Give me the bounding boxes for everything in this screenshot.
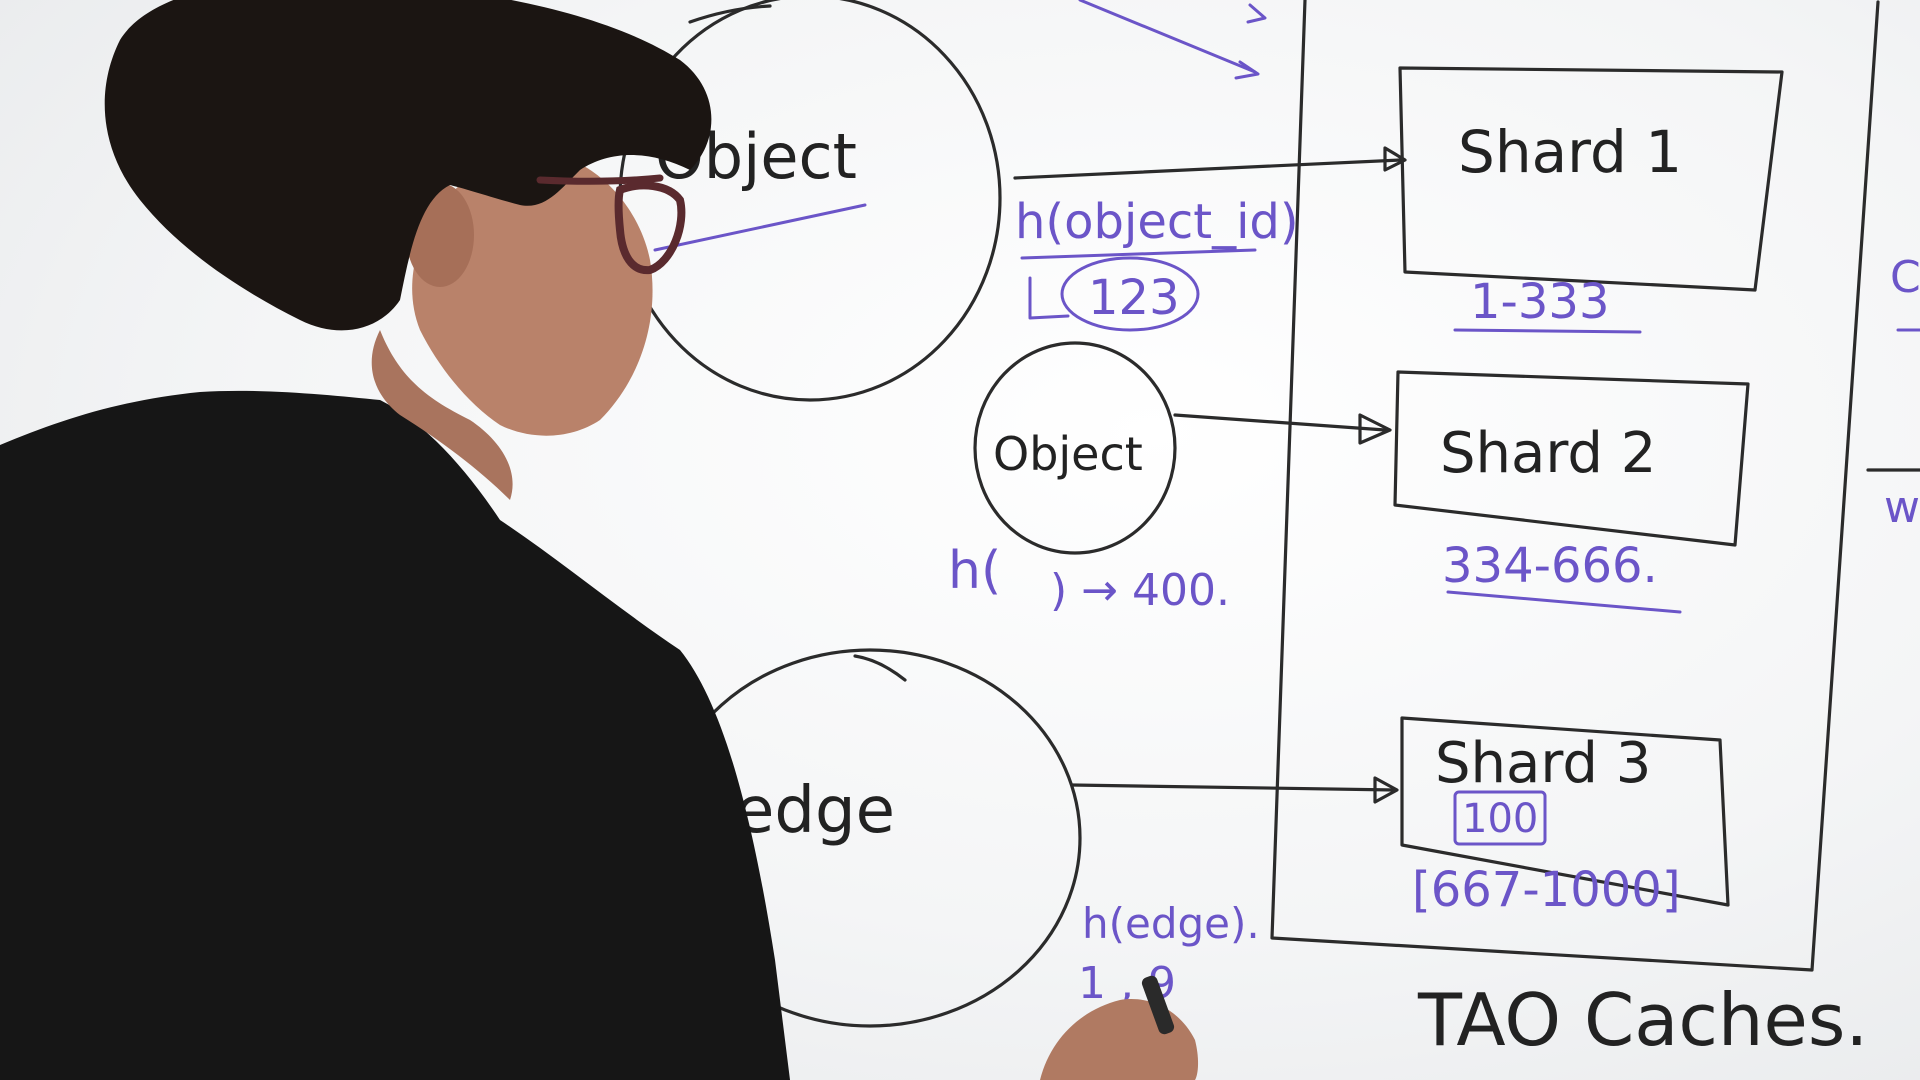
- tao-caches-label: TAO Caches.: [1417, 978, 1868, 1062]
- arrow-edge-to-shard-3: [1070, 776, 1399, 804]
- range-3: [667-1000]: [1412, 862, 1681, 918]
- presenter-shirt: [0, 390, 790, 1080]
- range-1: 1-333: [1470, 274, 1609, 330]
- object-small-label: Object: [993, 427, 1143, 481]
- shard-2-label: Shard 2: [1440, 421, 1656, 486]
- hash-object-text: h(object_id): [1015, 194, 1299, 250]
- presenter-hand: [1040, 999, 1199, 1080]
- shard-2-box: Shard 2: [1393, 370, 1750, 547]
- arrow-object-to-shard-1: [1013, 146, 1407, 180]
- glasses-icon: [536, 174, 686, 275]
- arrow-object-to-shard-2: [1173, 413, 1392, 445]
- presenter-neck: [371, 330, 513, 500]
- edge-label: edge: [735, 774, 895, 848]
- hash-result-123: 123: [1088, 270, 1180, 326]
- shard-3-value-box: [1453, 790, 1547, 846]
- hash-short-text: h(: [948, 541, 1001, 601]
- edge-right-c: C: [1890, 252, 1920, 303]
- range-2: 334-666.: [1442, 538, 1658, 594]
- hash-arrow-hook: [1028, 276, 1070, 320]
- shard-1-box: Shard 1: [1398, 66, 1784, 292]
- object-underline: [653, 203, 867, 252]
- circle-overlap-stroke: [688, 4, 772, 24]
- hash-result-400: ) → 400.: [1050, 565, 1230, 616]
- range-2-underline: [1446, 590, 1682, 614]
- hash-object-underline: [1020, 248, 1257, 260]
- marker-icon: [1141, 975, 1175, 1035]
- shard-3-label: Shard 3: [1435, 731, 1651, 796]
- edge-circle-overlap-stroke: [853, 654, 907, 682]
- edge-right-w: w: [1884, 482, 1920, 533]
- tao-caches-box: [1270, 0, 1880, 972]
- object-circle-small: [973, 341, 1177, 555]
- presenter-hair: [104, 0, 712, 331]
- shard-3-value: 100: [1462, 796, 1538, 842]
- shard-1-label: Shard 1: [1458, 118, 1682, 186]
- range-1-underline: [1453, 328, 1642, 334]
- shard-3-box: Shard 3 100: [1400, 716, 1730, 907]
- top-arrows: [1078, 0, 1267, 80]
- hash-edge-text: h(edge).: [1082, 899, 1260, 948]
- hash-result-circle: [1060, 256, 1200, 332]
